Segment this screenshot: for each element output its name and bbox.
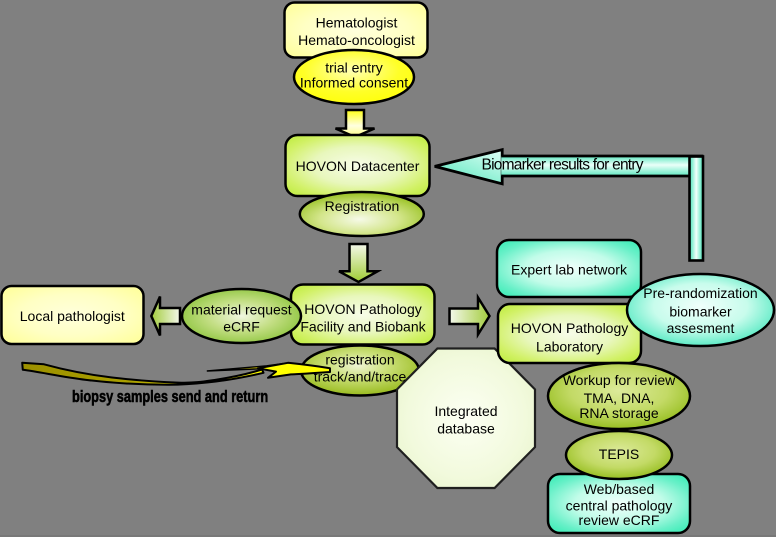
svg-text:trial entry: trial entry: [325, 60, 383, 76]
svg-text:Workup for review: Workup for review: [563, 372, 676, 388]
svg-text:HOVON Pathology: HOVON Pathology: [304, 301, 422, 317]
svg-text:TMA, DNA,: TMA, DNA,: [584, 390, 655, 406]
svg-text:Hemato-oncologist: Hemato-oncologist: [298, 32, 415, 48]
svg-text:assesment: assesment: [667, 320, 735, 336]
svg-text:biomarker: biomarker: [669, 303, 732, 319]
svg-text:Biomarker results for entry: Biomarker results for entry: [482, 157, 644, 174]
svg-text:database: database: [437, 421, 495, 437]
svg-text:Integrated: Integrated: [434, 403, 497, 419]
svg-text:Local pathologist: Local pathologist: [20, 308, 125, 324]
svg-text:central pathology: central pathology: [566, 497, 673, 513]
svg-text:material request: material request: [191, 302, 291, 318]
svg-text:HOVON Datacenter: HOVON Datacenter: [296, 158, 420, 174]
svg-text:Laboratory: Laboratory: [536, 339, 603, 355]
svg-text:Web/based: Web/based: [584, 481, 655, 497]
svg-text:Pre-randomization: Pre-randomization: [643, 285, 757, 301]
svg-text:Facility and Biobank: Facility and Biobank: [300, 319, 426, 335]
svg-text:TEPIS: TEPIS: [599, 446, 639, 462]
svg-text:registration: registration: [325, 352, 394, 368]
svg-text:Registration: Registration: [325, 198, 400, 214]
svg-text:RNA storage: RNA storage: [579, 405, 659, 421]
svg-text:eCRF: eCRF: [223, 319, 260, 335]
svg-text:Informed consent: Informed consent: [300, 74, 408, 90]
svg-text:review eCRF: review eCRF: [579, 512, 660, 528]
svg-text:biopsy samples send and return: biopsy samples send and return: [72, 389, 268, 407]
svg-text:Hematologist: Hematologist: [316, 14, 398, 30]
svg-text:track/and/trace: track/and/trace: [314, 369, 407, 385]
svg-text:HOVON Pathology: HOVON Pathology: [511, 320, 629, 336]
svg-text:Expert lab network: Expert lab network: [511, 262, 628, 278]
